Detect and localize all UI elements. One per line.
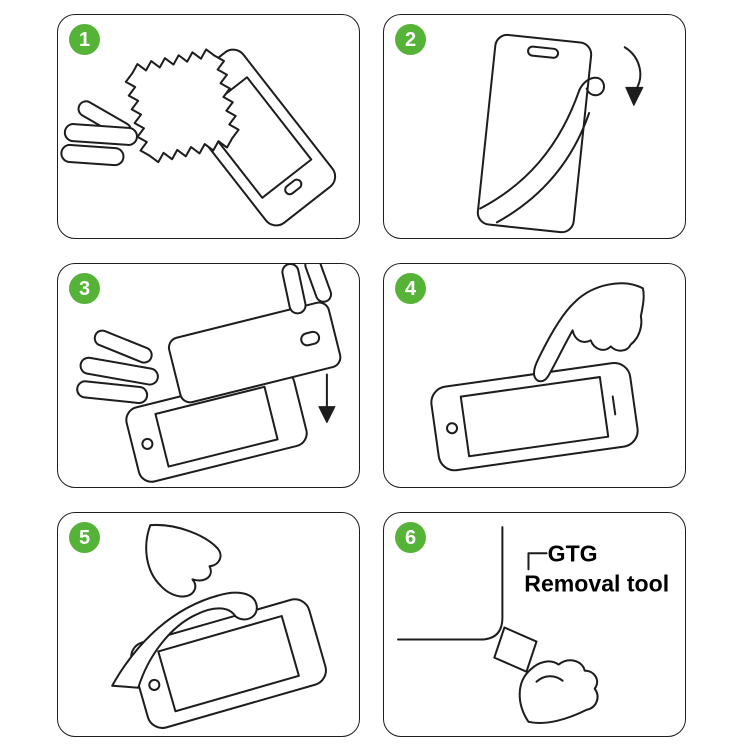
hand-icon — [533, 282, 645, 383]
thumb-crease-line — [535, 675, 564, 683]
hand-icon — [518, 659, 599, 724]
phone-icon — [130, 598, 327, 729]
step-panel-4: 4 — [383, 263, 686, 488]
cleaning-cloth-icon — [124, 48, 240, 164]
step-panel-2: 2 — [383, 14, 686, 239]
peel-direction-arrow-icon — [623, 46, 644, 106]
step-number: 5 — [78, 526, 91, 549]
step-number-badge: 4 — [395, 273, 426, 304]
step-number-badge: 6 — [395, 522, 426, 553]
peel-film-illustration — [476, 33, 644, 234]
down-arrow-icon — [318, 373, 336, 424]
screen-protector-icon — [476, 33, 606, 234]
step-number-badge: 1 — [69, 24, 100, 55]
step-number: 3 — [78, 277, 91, 300]
label-leader-line — [527, 552, 548, 571]
place-glass-illustration — [76, 264, 342, 483]
right-hand-icon — [281, 264, 333, 315]
removal-tool-label-line2: Removal tool — [524, 570, 669, 596]
step-panel-1: 1 — [57, 14, 360, 239]
steps-grid: 1 2 — [57, 14, 686, 737]
step-panel-5: 5 — [57, 512, 360, 737]
step-panel-6: 6 GTG Removal tool — [383, 512, 686, 737]
step-number: 4 — [404, 277, 417, 300]
remove-layer-illustration — [111, 523, 327, 729]
step-panel-3: 3 — [57, 263, 360, 488]
step-number-badge: 5 — [69, 522, 100, 553]
hand-icon — [145, 523, 222, 598]
removal-tool-label-line1: GTG — [548, 540, 598, 566]
step-number-badge: 3 — [69, 273, 100, 304]
step-number: 6 — [404, 526, 417, 549]
left-hand-icon — [76, 329, 159, 405]
hand-icon — [60, 100, 138, 167]
glass-corner-icon — [397, 526, 504, 641]
removal-tool-tab-icon — [493, 626, 538, 673]
step-number: 1 — [78, 28, 91, 51]
removal-tool-illustration: GTG Removal tool — [397, 526, 669, 724]
phone-icon — [430, 362, 639, 472]
step-number: 2 — [404, 28, 417, 51]
step-number-badge: 2 — [395, 24, 426, 55]
film-icon — [111, 591, 258, 689]
glass-protector-icon — [167, 301, 342, 404]
press-screen-illustration — [430, 282, 645, 472]
wipe-screen-illustration — [60, 48, 337, 227]
